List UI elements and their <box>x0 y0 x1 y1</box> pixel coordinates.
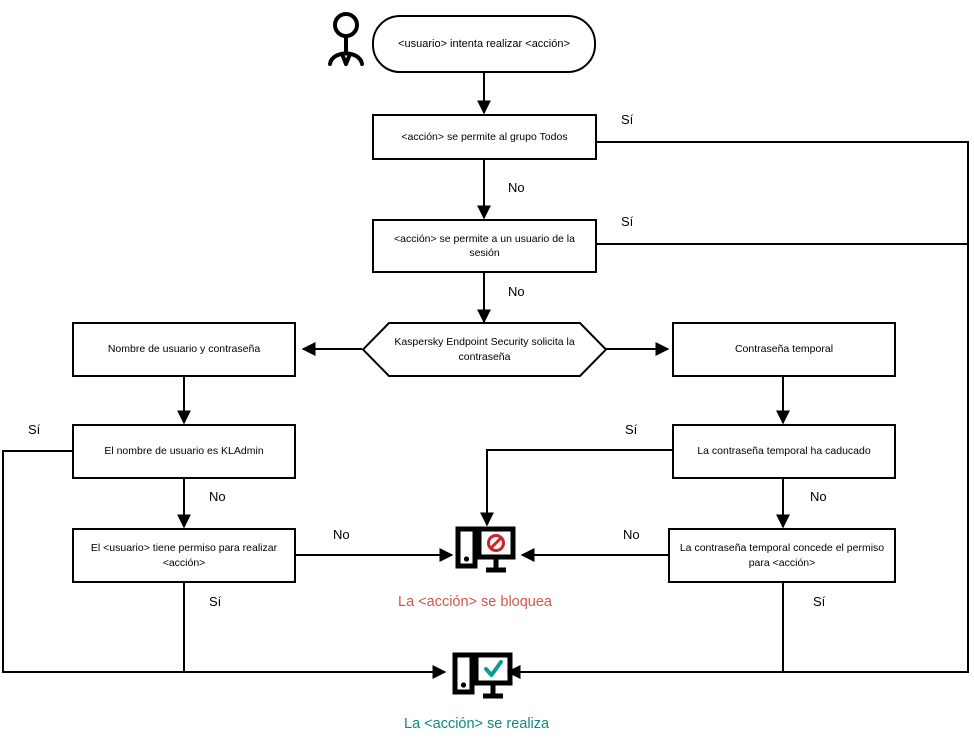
edge-label-no-permission: No <box>333 527 350 542</box>
node-temp-grants-permission[interactable]: La contraseña temporal concede el permis… <box>668 528 896 583</box>
edge-everyone-yes <box>506 141 969 679</box>
node-user-has-permission[interactable]: El <usuario> tiene permiso para realizar… <box>72 528 296 583</box>
edge-label-yes-everyone: Sí <box>621 112 634 127</box>
edge-label-no-everyone: No <box>508 180 525 195</box>
node-is-kladmin[interactable]: El nombre de usuario es KLAdmin <box>72 424 296 479</box>
blocked-terminal-label: La <acción> se bloquea <box>398 594 552 610</box>
allowed-terminal-label: La <acción> se realiza <box>404 716 550 732</box>
node-allowed-everyone[interactable]: <acción> se permite al grupo Todos <box>372 114 597 160</box>
node-allowed-session-user[interactable]: <acción> se permite a un usuario de la s… <box>372 219 597 273</box>
node-user-password[interactable]: Nombre de usuario y contraseña <box>72 322 296 377</box>
node-temp-password-label: Contraseña temporal <box>734 343 834 356</box>
node-temp-expired-label: La contraseña temporal ha caducado <box>697 445 871 458</box>
edge-label-yes-grants: Sí <box>813 594 826 609</box>
node-allowed-everyone-label: <acción> se permite al grupo Todos <box>401 130 568 143</box>
node-allowed-session-user-label: <acción> se permite a un usuario de la s… <box>394 232 575 259</box>
edge-label-no-kladmin: No <box>209 489 226 504</box>
hexagon-shape <box>362 322 607 377</box>
node-temp-password[interactable]: Contraseña temporal <box>672 322 896 377</box>
edge-label-yes-permission: Sí <box>209 594 222 609</box>
edge-label-yes-kladmin: Sí <box>28 422 41 437</box>
monitor-blocked-icon <box>455 526 517 589</box>
edge-kladmin-yes <box>2 450 447 679</box>
edge-label-no-grants: No <box>623 527 640 542</box>
edge-label-yes-session: Sí <box>621 214 634 229</box>
node-kes-prompt[interactable]: Kaspersky Endpoint Security solicita la … <box>362 322 607 377</box>
node-kes-prompt-label: Kaspersky Endpoint Security solicita la … <box>394 336 575 363</box>
node-user-password-label: Nombre de usuario y contraseña <box>107 343 261 356</box>
monitor-check-icon <box>452 652 514 715</box>
node-temp-expired[interactable]: La contraseña temporal ha caducado <box>672 424 896 479</box>
node-is-kladmin-label: El nombre de usuario es KLAdmin <box>104 445 264 458</box>
edge-expired-yes <box>480 449 672 527</box>
node-start[interactable]: <usuario> intenta realizar <acción> <box>372 15 596 73</box>
edge-label-no-expired: No <box>810 489 827 504</box>
edge-label-no-session: No <box>508 284 525 299</box>
node-start-label: <usuario> intenta realizar <acción> <box>398 37 570 50</box>
node-user-has-permission-label: El <usuario> tiene permiso para realizar… <box>90 542 278 569</box>
node-temp-grants-permission-label: La contraseña temporal concede el permis… <box>679 542 885 569</box>
edge-label-yes-expired: Sí <box>625 422 638 437</box>
user-actor-icon <box>324 12 368 73</box>
